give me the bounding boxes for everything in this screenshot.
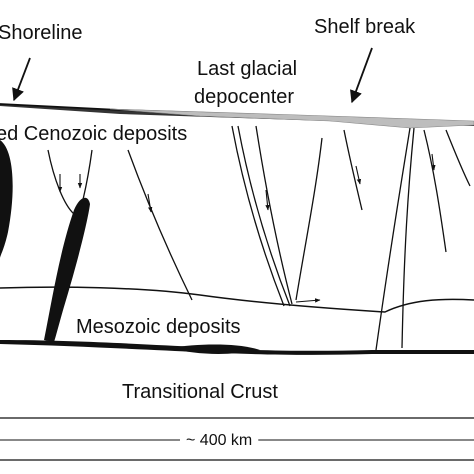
fault-long-3 xyxy=(237,125,291,307)
basement-thickening xyxy=(170,344,260,354)
basement-boundary xyxy=(0,340,474,355)
cenozoic-label: ed Cenozoic deposits xyxy=(0,123,187,145)
depocenter-wedge xyxy=(109,108,474,129)
depocenter-label-line1: Last glacial xyxy=(197,58,297,80)
fault-long-1 xyxy=(127,149,193,301)
fault-long-4 xyxy=(255,125,293,305)
crust-label: Transitional Crust xyxy=(122,381,278,403)
fault-long-5 xyxy=(295,137,323,301)
scale-label: ~ 400 km xyxy=(186,432,252,449)
fault-right-1 xyxy=(375,127,411,351)
dip-arrows xyxy=(57,153,436,303)
mesozoic-top-boundary xyxy=(0,286,474,313)
fault-right-4 xyxy=(445,129,471,187)
diapir-column xyxy=(44,197,90,342)
fault-center-left xyxy=(47,149,75,215)
fault-long-6 xyxy=(343,129,363,211)
mesozoic-label: Mesozoic deposits xyxy=(76,316,241,338)
shelf-break-arrow xyxy=(350,47,373,104)
depocenter-label-line2: depocenter xyxy=(194,86,294,108)
scale-label-background xyxy=(180,431,259,450)
shelf-break-label: Shelf break xyxy=(314,16,416,38)
fault-long-2 xyxy=(231,125,285,307)
shoreline-label: Shoreline xyxy=(0,22,83,44)
salt-body-left xyxy=(0,140,13,258)
fault-right-2 xyxy=(401,127,415,349)
fault-right-3 xyxy=(423,129,447,253)
fault-center-right xyxy=(81,149,93,205)
shoreline-arrow xyxy=(12,57,31,102)
